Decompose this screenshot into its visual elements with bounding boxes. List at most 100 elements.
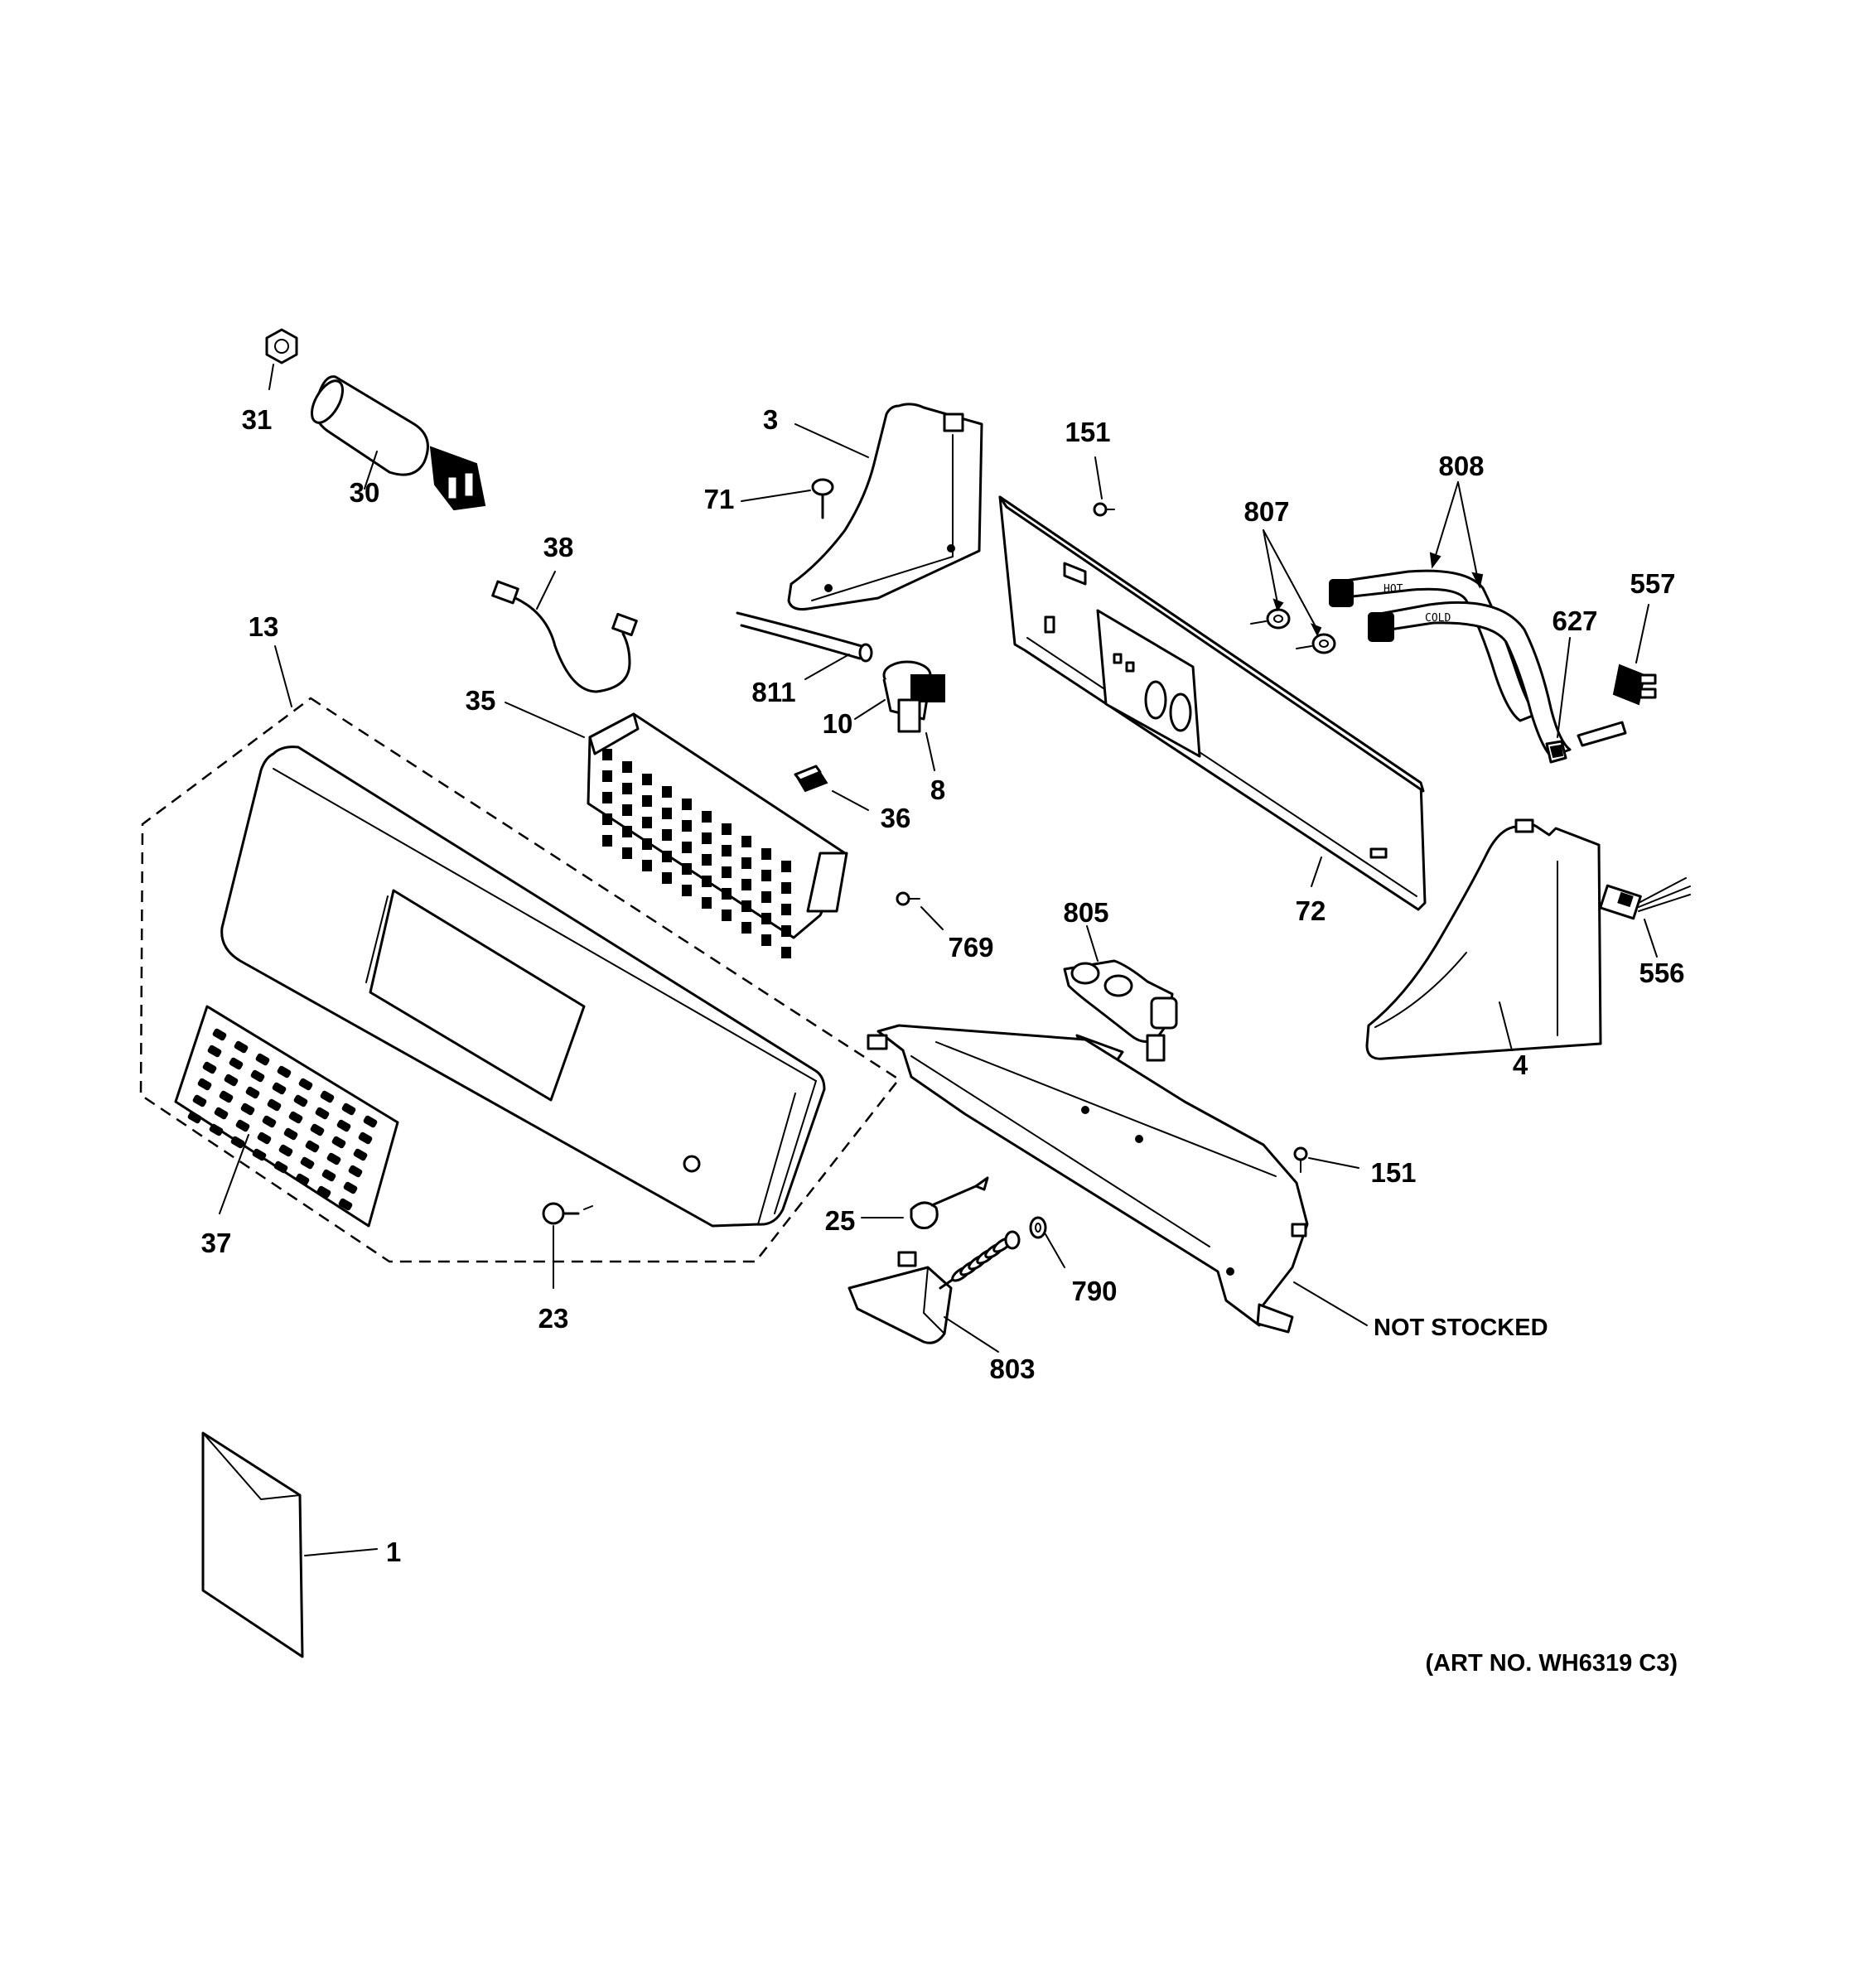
keypad-dot [348, 1165, 363, 1178]
board-slot [642, 860, 652, 871]
part-72-backsplash-panel [998, 495, 1427, 911]
keypad-dot [273, 1160, 288, 1174]
part-803-dispenser [847, 1230, 1021, 1353]
keypad-dot [300, 1156, 315, 1170]
part-35-board-bracket [505, 702, 848, 958]
board-slot [781, 947, 791, 958]
keypad-dot [278, 1144, 293, 1157]
keypad-dot [293, 1094, 308, 1107]
callout-38: 38 [543, 532, 574, 562]
board-slot [622, 804, 632, 816]
part-556-connector [1599, 877, 1691, 958]
board-slot [741, 922, 751, 934]
keypad-dot [252, 1148, 267, 1161]
part-38-wire-harness [491, 571, 638, 693]
part-1-literature-envelope [201, 1431, 378, 1658]
board-slot [682, 842, 692, 853]
keypad-dot [321, 1169, 336, 1182]
keypad-dot [197, 1078, 212, 1091]
keypad-dot [316, 1185, 331, 1199]
keypad-dot [262, 1115, 277, 1128]
board-slot [761, 934, 771, 946]
callout-811: 811 [751, 677, 795, 707]
keypad-dot [230, 1136, 245, 1149]
board-slot [662, 872, 672, 884]
callout-557: 557 [1630, 568, 1675, 599]
part-13-group-outline [139, 697, 901, 1263]
board-slot [622, 826, 632, 837]
board-slot [781, 904, 791, 915]
callout-556: 556 [1639, 958, 1684, 988]
board-slot [761, 870, 771, 881]
callout-35: 35 [466, 685, 496, 716]
keypad-dot [331, 1136, 346, 1149]
board-slot [722, 823, 732, 835]
board-slot [781, 861, 791, 872]
part-4-right-end-bracket [1365, 818, 1602, 1060]
callout-10: 10 [823, 708, 853, 739]
keypad-dot [315, 1107, 330, 1120]
callout-8: 8 [930, 774, 945, 805]
callout-790: 790 [1071, 1276, 1117, 1306]
keypad-dot [224, 1074, 239, 1087]
part-769-screw [896, 891, 944, 930]
hose-cold-label: COLD [1425, 612, 1451, 625]
part-807-washers [1250, 529, 1336, 654]
callout-807: 807 [1243, 496, 1289, 527]
board-slot [761, 848, 771, 860]
keypad-dot [209, 1123, 224, 1136]
board-slot [761, 913, 771, 924]
keypad-dot [207, 1045, 222, 1058]
part-151-screw-top [1093, 456, 1115, 517]
callout-36: 36 [881, 803, 911, 833]
board-slot [602, 770, 612, 782]
board-slot [642, 774, 652, 785]
callout-805: 805 [1063, 897, 1108, 928]
callout-30: 30 [350, 477, 380, 508]
keypad-dot [219, 1090, 234, 1103]
board-slot [622, 783, 632, 794]
part-3-left-end-bracket [787, 403, 983, 610]
callout-151-top: 151 [1065, 417, 1110, 447]
keypad-dot [326, 1152, 341, 1165]
keypad-dot [214, 1107, 229, 1120]
keypad-dot [255, 1053, 270, 1066]
part-36-clip [794, 765, 869, 811]
keypad-dot [250, 1069, 265, 1083]
board-slot [702, 897, 712, 909]
board-slot [741, 836, 751, 847]
keypad-dot [363, 1115, 378, 1128]
art-number: (ART NO. WH6319 C3) [1425, 1650, 1678, 1677]
board-slot [702, 876, 712, 887]
board-slot [741, 857, 751, 869]
keypad-dot [235, 1119, 250, 1132]
callout-1: 1 [386, 1537, 401, 1567]
callout-labels: 31 30 38 13 35 3 71 811 10 8 36 769 151 … [201, 404, 1685, 1677]
callout-151-lower: 151 [1370, 1157, 1416, 1188]
callout-4: 4 [1513, 1049, 1528, 1080]
keypad-dot [229, 1057, 244, 1070]
board-slot [662, 786, 672, 798]
keypad-dot [341, 1103, 356, 1116]
keypad-dot [272, 1082, 287, 1095]
callout-808: 808 [1438, 451, 1484, 481]
keypad-dot [310, 1123, 325, 1136]
callout-23: 23 [538, 1303, 569, 1334]
keypad-dot [240, 1103, 255, 1116]
board-slot [761, 891, 771, 903]
keypad-dot [320, 1090, 335, 1103]
keypad-dot [212, 1028, 227, 1041]
callout-803: 803 [989, 1353, 1035, 1384]
hose-hot-label: HOT [1384, 583, 1403, 596]
board-slot [741, 879, 751, 890]
keypad-dot [267, 1098, 282, 1112]
part-790-clamp [1029, 1216, 1065, 1268]
board-slot [602, 813, 612, 825]
board-slot [602, 835, 612, 847]
board-slot [682, 863, 692, 875]
board-slot [682, 885, 692, 896]
keypad-dot [202, 1061, 217, 1074]
keypad-dot [353, 1148, 368, 1161]
part-37-keypad-overlay [174, 1005, 399, 1228]
